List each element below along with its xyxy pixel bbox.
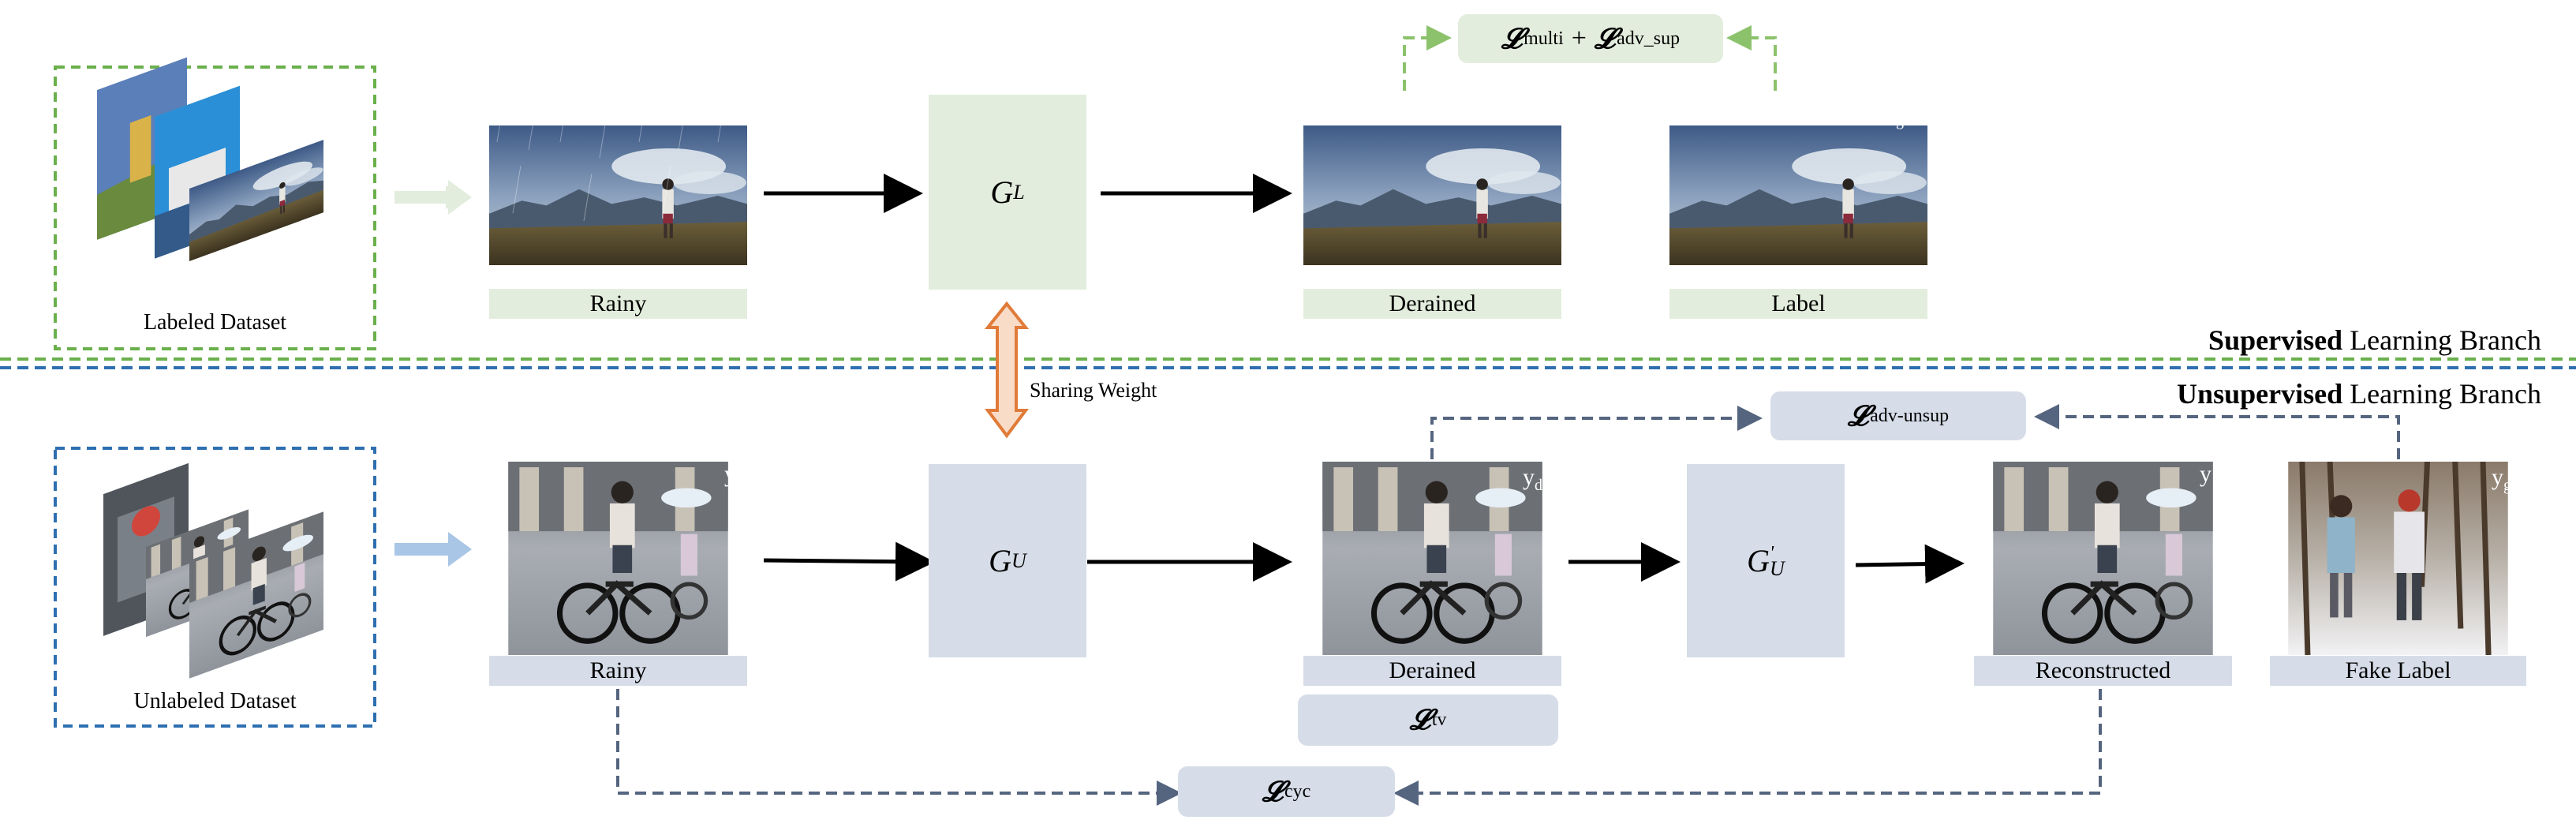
sup-derained-photo (1303, 125, 1561, 265)
tag-xd: xd (1518, 99, 1538, 129)
fake-label-to-adv-unsup-arrow (2034, 404, 2400, 459)
sup-label-caption: Label (1669, 289, 1927, 319)
tag-y-reconstructed: y (2200, 461, 2211, 487)
supervised-branch-label: Supervised Learning Branch (2208, 324, 2541, 356)
rainy-to-cyc-arrow (616, 689, 1182, 806)
tag-yd: yd (1523, 464, 1542, 494)
unsup-derained-photo (1322, 462, 1542, 655)
unlabeled-dataset-stack (103, 462, 323, 679)
unsup-derained-caption: Derained (1303, 656, 1561, 686)
sup-derained-caption: Derained (1303, 289, 1561, 319)
labeled-dataset-frame (54, 66, 376, 350)
fake-label-caption: Fake Label (2270, 656, 2526, 686)
tag-x: x (712, 96, 723, 122)
generator-gu-prime: G'U (1687, 464, 1845, 657)
tag-xg: xg (1884, 99, 1904, 129)
unlabeled-dataset-frame (54, 447, 376, 728)
derained-to-adv-unsup-arrow (1430, 406, 1763, 459)
sup-label-photo (1669, 125, 1927, 265)
labeled-dataset-label: Labeled Dataset (143, 310, 287, 335)
unsup-reconstructed-photo (1993, 462, 2212, 655)
unsup-rainy-caption: Rainy (489, 656, 747, 686)
fake-label-photo (2288, 462, 2507, 655)
sharing-weight-arrow (984, 301, 1030, 439)
unlabeled-dataset-label: Unlabeled Dataset (133, 689, 297, 713)
arrow-gu2-to-reconstructed (1855, 544, 1965, 584)
unsup-rainy-photo (508, 462, 727, 655)
label-to-sup-loss-arrow (1726, 25, 1777, 91)
sup-rainy-caption: Rainy (489, 289, 747, 319)
arrow-rainy-to-gu (763, 541, 935, 582)
unlabeled-input-arrow (394, 543, 448, 556)
tag-yg: yg (2492, 464, 2511, 494)
derained-to-sup-loss-arrow (1403, 25, 1452, 91)
reconstructed-to-cyc-arrow (1393, 689, 2102, 806)
sharing-weight-label: Sharing Weight (1030, 379, 1157, 402)
reconstructed-caption: Reconstructed (1974, 656, 2232, 686)
tag-y: y (724, 461, 736, 487)
sup-rainy-photo (489, 95, 747, 265)
unsupervised-branch-label: Unsupervised Learning Branch (2177, 378, 2541, 410)
labeled-dataset-stack (97, 57, 323, 261)
